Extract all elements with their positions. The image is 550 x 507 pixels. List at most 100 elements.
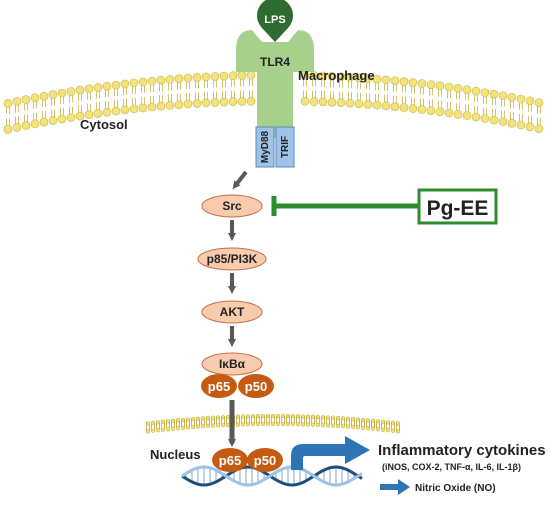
lipid-head <box>66 87 76 96</box>
lipid-head <box>399 77 409 86</box>
lipid-head <box>210 72 220 81</box>
lipid-head <box>165 427 171 432</box>
lipid-head <box>200 424 206 429</box>
lipid-head <box>375 427 381 432</box>
lipid-head <box>534 98 544 107</box>
cytosol-label: Cytosol <box>80 117 128 132</box>
lipid-head <box>462 111 472 120</box>
akt-label: AKT <box>220 305 245 319</box>
trif-label: TRIF <box>280 136 291 158</box>
lipid-head <box>327 97 337 107</box>
lipid-head <box>190 424 196 430</box>
lipid-head <box>444 108 454 118</box>
lipid-head <box>507 118 517 128</box>
src-node: Src <box>201 194 263 218</box>
lipid-head <box>417 79 427 88</box>
lipid-head <box>345 424 351 429</box>
lipid-head <box>435 81 445 91</box>
lipid-head <box>155 428 161 433</box>
lipid-head <box>408 104 418 113</box>
myd88-adaptor: MyD88 <box>255 126 275 168</box>
lipid-head <box>170 426 176 431</box>
lipid-head <box>426 106 436 115</box>
lps-label: LPS <box>264 14 285 26</box>
lipid-head <box>165 101 175 110</box>
lipid-head <box>75 111 85 121</box>
lipid-head <box>390 428 396 433</box>
lipid-head <box>48 90 58 99</box>
lipid-head <box>516 94 526 104</box>
lipid-head <box>111 80 121 90</box>
lipid-head <box>318 97 328 107</box>
dna-helix <box>181 465 363 487</box>
lipid-head <box>453 83 463 93</box>
lipid-head <box>138 103 148 113</box>
lipid-head <box>426 80 436 89</box>
lipid-head <box>156 75 166 85</box>
lipid-head <box>525 122 535 132</box>
lipid-head <box>12 97 22 106</box>
lipid-head <box>350 424 356 430</box>
lipid-head <box>235 422 241 427</box>
lipid-head <box>3 98 13 108</box>
lipid-head <box>318 71 328 81</box>
dna-strand <box>181 465 363 487</box>
lipid-head <box>381 75 391 85</box>
lipid-head <box>219 71 229 81</box>
lipid-head <box>260 421 266 427</box>
lipid-head <box>309 97 319 106</box>
lipid-head <box>498 117 508 126</box>
lipid-head <box>39 91 49 101</box>
macrophage-label: Macrophage <box>298 68 375 83</box>
lipid-head <box>250 422 256 427</box>
lipid-head <box>295 422 301 427</box>
lipid-head <box>57 88 67 98</box>
lipid-head <box>435 107 445 117</box>
lipid-head <box>237 71 247 80</box>
no-arrow <box>380 479 410 495</box>
lipid-head <box>516 120 526 130</box>
lipid-head <box>180 425 186 430</box>
pg-ee-label: Pg-EE <box>427 197 489 220</box>
lipid-head <box>330 423 336 428</box>
lipid-head <box>30 93 40 103</box>
lipid-head <box>336 98 346 108</box>
arrow-adaptor-to-src <box>232 170 248 190</box>
lipid-head <box>385 428 391 433</box>
lipid-head <box>345 98 355 108</box>
transcription-arrow <box>291 436 370 470</box>
lipid-head <box>285 422 291 427</box>
dna-strand <box>181 465 363 487</box>
lipid-head <box>228 71 238 80</box>
lipid-head <box>354 73 364 83</box>
lipid-head <box>57 114 67 124</box>
lipid-head <box>390 102 400 112</box>
lipid-head <box>48 116 58 125</box>
lipid-head <box>201 72 211 82</box>
lipid-head <box>120 79 130 89</box>
tlr4-receptor: TLR4 <box>236 30 314 138</box>
lipid-head <box>381 101 391 111</box>
lipid-head <box>310 422 316 427</box>
lipid-head <box>462 85 472 94</box>
lipid-head <box>165 75 175 84</box>
lipid-head <box>320 423 326 428</box>
lipid-head <box>192 99 202 108</box>
tlr4-label: TLR4 <box>260 55 290 69</box>
lipid-head <box>210 423 216 428</box>
lipid-head <box>325 423 331 428</box>
lipid-head <box>453 109 463 119</box>
lipid-head <box>360 425 366 430</box>
lipid-head <box>183 99 193 109</box>
lipid-head <box>336 72 346 82</box>
lipid-head <box>183 73 193 83</box>
lipid-head <box>93 83 103 92</box>
lipid-head <box>380 427 386 432</box>
lipid-head <box>280 421 286 427</box>
lipid-head <box>160 427 166 432</box>
akt-node: AKT <box>201 300 263 324</box>
lipid-head <box>192 73 202 82</box>
lipid-head <box>489 89 499 99</box>
lipid-head <box>275 421 281 427</box>
cytokines-title: Inflammatory cytokines <box>378 442 546 459</box>
